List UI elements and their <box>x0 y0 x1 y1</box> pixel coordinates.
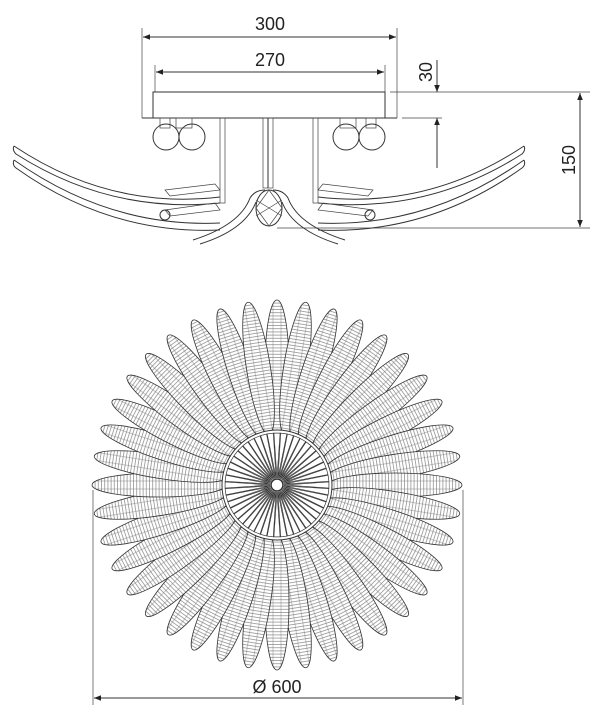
disc-rib <box>277 432 288 479</box>
disc-rib <box>278 433 294 479</box>
disc-rib <box>242 490 274 529</box>
disc-rib <box>224 481 271 489</box>
disc-rib <box>280 490 307 533</box>
disc-rib <box>281 489 317 525</box>
disc-rib <box>279 491 301 535</box>
disc-rib <box>282 450 321 482</box>
disc-rib <box>283 486 329 502</box>
dimension-canopy-inner-width: 270 <box>154 50 386 92</box>
disc-rib <box>224 474 271 485</box>
dimension-label-diameter: Ø 600 <box>252 677 301 697</box>
disc-rib <box>283 461 327 483</box>
center-disc <box>221 429 333 541</box>
disc-rib <box>280 437 307 480</box>
disc-rib <box>283 468 329 484</box>
center-hub <box>270 478 284 492</box>
disc-rib <box>266 491 277 538</box>
disc-rib <box>247 437 274 480</box>
disc-rib <box>273 432 281 479</box>
disc-rib <box>260 433 276 479</box>
disc-rib <box>242 441 274 480</box>
disc-rib <box>282 488 325 515</box>
arms <box>12 145 526 245</box>
dimension-label-30: 30 <box>416 62 436 82</box>
disc-rib <box>224 485 271 496</box>
disc-rib <box>233 450 272 482</box>
disc-rib <box>260 491 276 537</box>
disc-rib <box>227 487 271 509</box>
disc-rib <box>247 490 274 533</box>
side-view: 300 270 30 150 <box>12 14 590 245</box>
disc-rib <box>237 445 273 481</box>
dimension-label-270: 270 <box>255 50 285 70</box>
disc-rib <box>283 481 330 489</box>
disc-rib <box>233 488 272 520</box>
disc-rib <box>225 486 271 502</box>
crystal-pendant <box>255 189 283 227</box>
disc-rib <box>281 445 317 481</box>
dimension-canopy-width: 300 <box>141 14 398 118</box>
disc-rib <box>282 488 321 520</box>
dimension-diameter: Ø 600 <box>92 490 464 705</box>
dimension-total-height: 150 <box>277 93 590 229</box>
bottom-view: Ø 600 <box>91 299 464 705</box>
disc-rib <box>280 441 312 480</box>
disc-rib <box>283 487 327 509</box>
disc-rib <box>229 455 272 482</box>
disc-rib <box>225 468 271 484</box>
petals <box>91 299 463 671</box>
disc-rib <box>253 435 275 479</box>
bulbs <box>152 117 386 151</box>
disc-rib <box>283 474 330 485</box>
rods <box>219 117 319 204</box>
canopy <box>152 91 386 119</box>
disc-rib <box>229 488 272 515</box>
disc-rib <box>273 491 281 538</box>
dimension-canopy-height: 30 <box>390 60 590 168</box>
dimension-label-150: 150 <box>559 145 579 175</box>
disc-rib <box>253 491 275 535</box>
disc-rib <box>282 455 325 482</box>
disc-rib <box>278 491 294 537</box>
disc-rib <box>280 490 312 529</box>
disc-rib <box>237 489 273 525</box>
disc-rib <box>227 461 271 483</box>
disc-rib <box>279 435 301 479</box>
disc-rib <box>266 432 277 479</box>
dimension-label-300: 300 <box>255 14 285 34</box>
disc-rib <box>283 485 330 496</box>
disc-rib <box>277 491 288 538</box>
